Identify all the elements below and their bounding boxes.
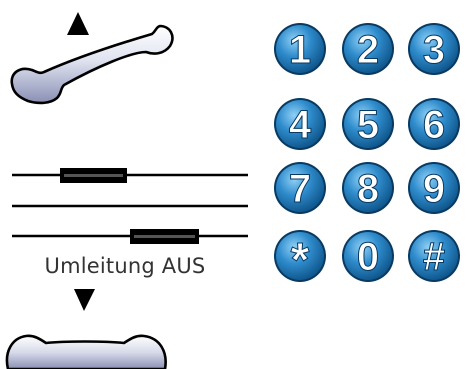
keypad-key-2[interactable]: 2 <box>342 23 394 75</box>
forwarding-status-label: Umleitung AUS <box>44 254 206 278</box>
call-forwarding-lines-icon <box>12 168 248 244</box>
keypad-key-label: 4 <box>289 103 312 147</box>
keypad-key-star[interactable]: * <box>274 230 326 288</box>
keypad-key-label: # <box>423 235 445 279</box>
keypad-key-label: 0 <box>357 235 379 279</box>
keypad-key-label: 3 <box>423 28 445 72</box>
keypad-key-1[interactable]: 1 <box>274 23 326 75</box>
keypad-key-hash[interactable]: # <box>408 230 460 282</box>
keypad-key-label: 7 <box>289 167 311 211</box>
keypad-key-label: 8 <box>357 167 379 211</box>
handset-offhook-icon <box>10 24 174 105</box>
handset-onhook-icon <box>5 334 167 369</box>
keypad-key-label: * <box>291 234 310 287</box>
keypad-key-7[interactable]: 7 <box>274 162 326 214</box>
triangle-down-icon <box>74 289 95 311</box>
keypad-key-0[interactable]: 0 <box>342 230 394 282</box>
keypad-key-label: 1 <box>289 28 311 72</box>
keypad-key-label: 6 <box>423 103 445 147</box>
keypad-key-6[interactable]: 6 <box>408 98 460 150</box>
keypad-key-5[interactable]: 5 <box>342 98 394 150</box>
keypad-key-label: 5 <box>357 103 379 147</box>
keypad-key-4[interactable]: 4 <box>274 98 326 150</box>
keypad-key-label: 2 <box>357 28 379 72</box>
keypad-key-3[interactable]: 3 <box>408 23 460 75</box>
keypad-key-8[interactable]: 8 <box>342 162 394 214</box>
keypad-key-label: 9 <box>423 167 445 211</box>
keypad-key-9[interactable]: 9 <box>408 162 460 214</box>
triangle-up-icon <box>67 12 89 35</box>
